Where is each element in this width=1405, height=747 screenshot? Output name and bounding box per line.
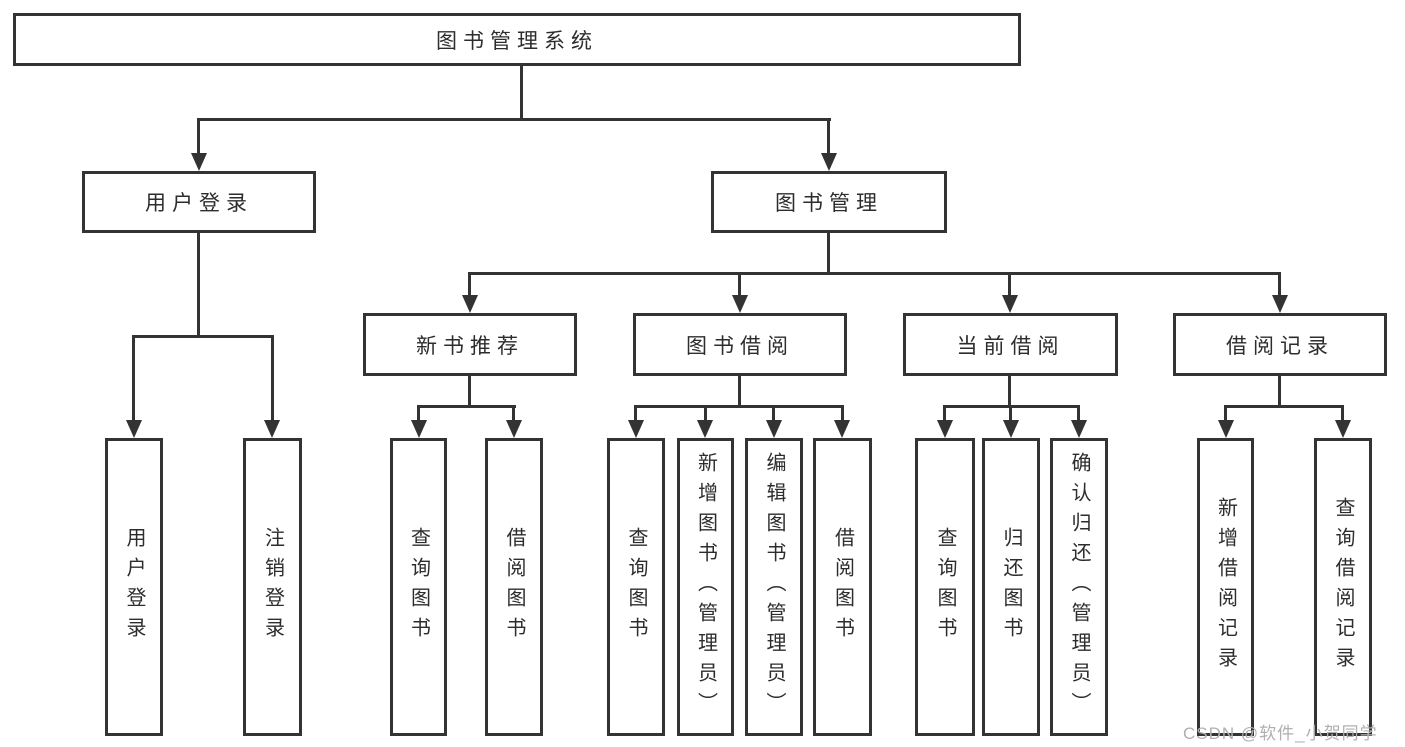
node-label: 编辑图书（管理员） [763, 452, 785, 722]
connector-line [1224, 405, 1227, 422]
arrowhead-down-icon [1335, 420, 1351, 438]
connector-line [634, 405, 637, 422]
leaf-current-confirm-return-admin: 确认归还（管理员） [1050, 438, 1108, 736]
connector-line [512, 405, 515, 422]
arrowhead-down-icon [821, 153, 837, 171]
arrowhead-down-icon [462, 295, 478, 313]
node-label: 图书借阅 [686, 334, 794, 358]
connector-line [1009, 405, 1012, 422]
leaf-borrowing-add-books-admin: 新增图书（管理员） [677, 438, 734, 736]
arrowhead-down-icon [1272, 295, 1288, 313]
connector-line [738, 376, 741, 408]
arrowhead-down-icon [766, 420, 782, 438]
node-label: 新增借阅记录 [1214, 497, 1237, 677]
arrowhead-down-icon [1003, 420, 1019, 438]
node-label: 新增图书（管理员） [694, 452, 717, 722]
arrowhead-down-icon [834, 420, 850, 438]
connector-line [417, 405, 420, 422]
leaf-borrowing-query-books: 查询图书 [607, 438, 665, 736]
node-label: 新书推荐 [416, 334, 524, 358]
arrowhead-down-icon [1071, 420, 1087, 438]
node-label: 查询图书 [407, 527, 430, 647]
node-label: 借阅记录 [1226, 334, 1334, 358]
leaf-borrowing-edit-books-admin: 编辑图书（管理员） [745, 438, 803, 736]
csdn-watermark: CSDN @软件_小贺同学 [1183, 724, 1378, 743]
leaf-logout: 注销登录 [243, 438, 302, 736]
arrowhead-down-icon [1218, 420, 1234, 438]
leaf-current-return-books: 归还图书 [982, 438, 1040, 736]
leaf-records-add-borrow-record: 新增借阅记录 [1197, 438, 1254, 736]
connector-line [1077, 405, 1080, 422]
arrowhead-down-icon [937, 420, 953, 438]
node-user-login: 用户登录 [82, 171, 316, 233]
connector-line [943, 405, 946, 422]
connector-line [197, 118, 831, 121]
connector-line [841, 405, 844, 422]
connector-line [827, 233, 830, 275]
connector-line [827, 118, 830, 156]
leaf-recommend-query-books: 查询图书 [390, 438, 447, 736]
leaf-current-query-books: 查询图书 [915, 438, 975, 736]
connector-line [271, 335, 274, 423]
node-book-borrowing: 图书借阅 [633, 313, 847, 376]
connector-line [520, 66, 523, 121]
connector-line [634, 405, 843, 408]
connector-line [197, 233, 200, 338]
node-new-book-recommend: 新书推荐 [363, 313, 577, 376]
connector-line [132, 335, 135, 423]
arrowhead-down-icon [411, 420, 427, 438]
connector-line [704, 405, 707, 422]
node-library-management-system: 图书管理系统 [13, 13, 1021, 66]
arrowhead-down-icon [1002, 295, 1018, 313]
connector-line [1278, 272, 1281, 298]
arrowhead-down-icon [506, 420, 522, 438]
leaf-records-query-borrow-record: 查询借阅记录 [1314, 438, 1372, 736]
node-borrowing-records: 借阅记录 [1173, 313, 1387, 376]
connector-line [1341, 405, 1344, 422]
arrowhead-down-icon [126, 420, 142, 438]
connector-line [1278, 376, 1281, 408]
node-book-management: 图书管理 [711, 171, 947, 233]
node-label: 借阅图书 [831, 527, 854, 647]
connector-line [197, 118, 200, 156]
connector-line [468, 272, 1281, 275]
node-current-borrowing: 当前借阅 [903, 313, 1118, 376]
connector-line [1224, 405, 1344, 408]
connector-line [738, 272, 741, 298]
node-label: 图书管理系统 [436, 29, 598, 53]
connector-line [1008, 272, 1011, 298]
leaf-user-login: 用户登录 [105, 438, 163, 736]
arrowhead-down-icon [697, 420, 713, 438]
arrowhead-down-icon [264, 420, 280, 438]
node-label: 用户登录 [145, 192, 253, 215]
connector-line [772, 405, 775, 422]
node-label: 查询借阅记录 [1332, 497, 1354, 677]
connector-line [417, 405, 516, 408]
node-label: 查询图书 [934, 527, 956, 647]
node-label: 确认归还（管理员） [1068, 452, 1090, 722]
node-label: 查询图书 [625, 527, 647, 647]
node-label: 图书管理 [775, 192, 883, 215]
node-label: 归还图书 [1000, 527, 1022, 647]
node-label: 当前借阅 [956, 334, 1065, 358]
connector-line [468, 376, 471, 408]
connector-line [1008, 376, 1011, 408]
arrowhead-down-icon [628, 420, 644, 438]
leaf-borrowing-borrow-books: 借阅图书 [813, 438, 872, 736]
arrowhead-down-icon [191, 153, 207, 171]
connector-line [468, 272, 471, 298]
node-label: 注销登录 [261, 527, 284, 647]
node-label: 借阅图书 [503, 527, 525, 647]
connector-line [132, 335, 274, 338]
arrowhead-down-icon [732, 295, 748, 313]
leaf-recommend-borrow-books: 借阅图书 [485, 438, 543, 736]
node-label: 用户登录 [123, 527, 145, 647]
